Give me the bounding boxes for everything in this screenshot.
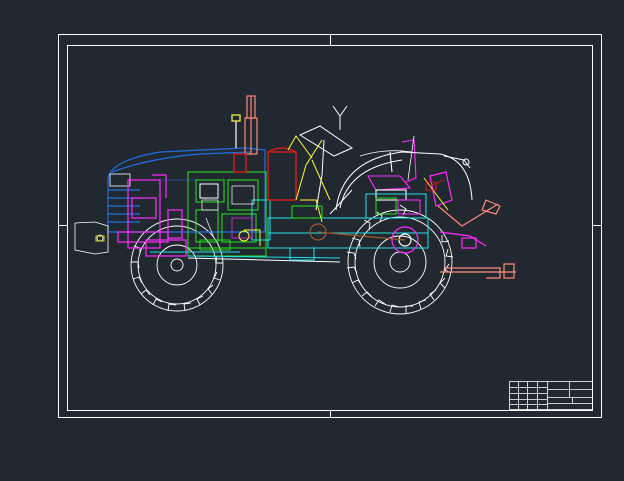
front-axle: [150, 239, 240, 272]
drawing-frame: [58, 34, 602, 418]
rops-frame: [359, 135, 415, 181]
rear-axle-hub: [309, 223, 419, 254]
steering-wheel: [298, 125, 354, 211]
transmission: [187, 193, 429, 263]
engine-details: [201, 185, 255, 239]
tractor-drawing[interactable]: [74, 95, 516, 315]
title-block: [509, 381, 593, 410]
rear-wheel: [346, 204, 454, 315]
operator-seat: [367, 139, 417, 201]
three-point-hitch: [429, 171, 516, 279]
front-grille: [74, 221, 109, 255]
exhaust-pipe: [231, 95, 258, 155]
radiator-assembly: [117, 174, 187, 257]
fuel-tank: [233, 147, 297, 201]
ucs-icon: [332, 105, 348, 130]
inner-border: [67, 45, 593, 411]
rear-fender: [329, 151, 473, 215]
lift-links: [423, 177, 449, 211]
